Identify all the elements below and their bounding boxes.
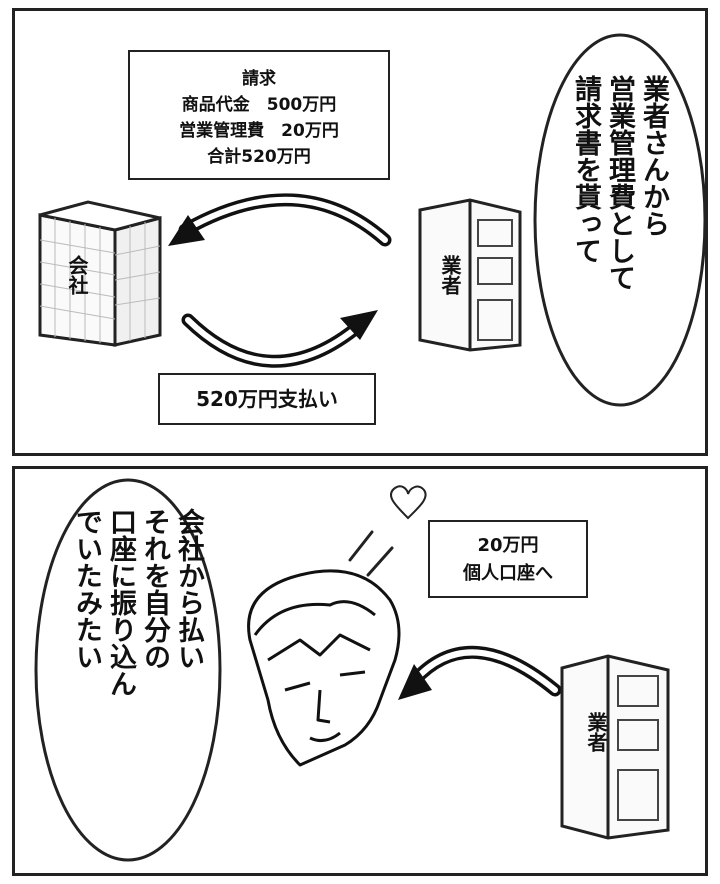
emphasis-lines — [348, 530, 394, 577]
vendor-label-bottom: 業者 — [584, 712, 608, 752]
vendor-building-icon-bottom — [560, 654, 670, 840]
speech-text-bottom: 会社から払い それを自分の 口座に振り込ん でいたみたい — [55, 508, 205, 838]
vendor-label-top: 業者 — [438, 255, 462, 295]
speech-top-line-2: 営業管理費として — [604, 75, 635, 291]
transfer-destination: 個人口座へ — [463, 563, 553, 584]
payment-arrow — [181, 310, 378, 368]
speech-top-line-1: 業者さんから — [638, 75, 669, 237]
payment-box: 520万円支払い — [158, 373, 376, 425]
company-building-icon — [38, 200, 162, 347]
transfer-amount: 20万円 — [477, 535, 539, 556]
speech-text-top: 業者さんから 営業管理費として 請求書を貰って — [570, 75, 670, 375]
speech-bottom-line-4: でいたみたい — [71, 508, 102, 670]
speech-top-line-3: 請求書を貰って — [570, 75, 601, 264]
speech-bubble-bottom — [34, 478, 222, 862]
vendor-building-icon — [418, 198, 522, 352]
speech-bubble-top — [533, 33, 707, 407]
transfer-box: 20万円 個人口座へ — [428, 520, 588, 598]
invoice-item-goods: 商品代金 500万円 — [181, 95, 337, 115]
transfer-arrow — [398, 645, 562, 700]
speech-bottom-line-3: 口座に振り込ん — [105, 508, 136, 697]
heart-icon — [389, 485, 427, 520]
payment-text: 520万円支払い — [196, 387, 338, 411]
invoice-arrow — [168, 193, 392, 247]
invoice-item-fee: 営業管理費 20万円 — [179, 121, 339, 141]
speech-bottom-line-2: それを自分の — [139, 508, 170, 670]
man-face — [247, 569, 401, 767]
invoice-box: 請求 商品代金 500万円 営業管理費 20万円 合計520万円 — [128, 50, 390, 180]
invoice-title: 請求 — [242, 69, 276, 89]
invoice-total: 合計520万円 — [207, 147, 311, 167]
company-label: 会社 — [65, 255, 89, 295]
speech-bottom-line-1: 会社から払い — [173, 508, 204, 670]
